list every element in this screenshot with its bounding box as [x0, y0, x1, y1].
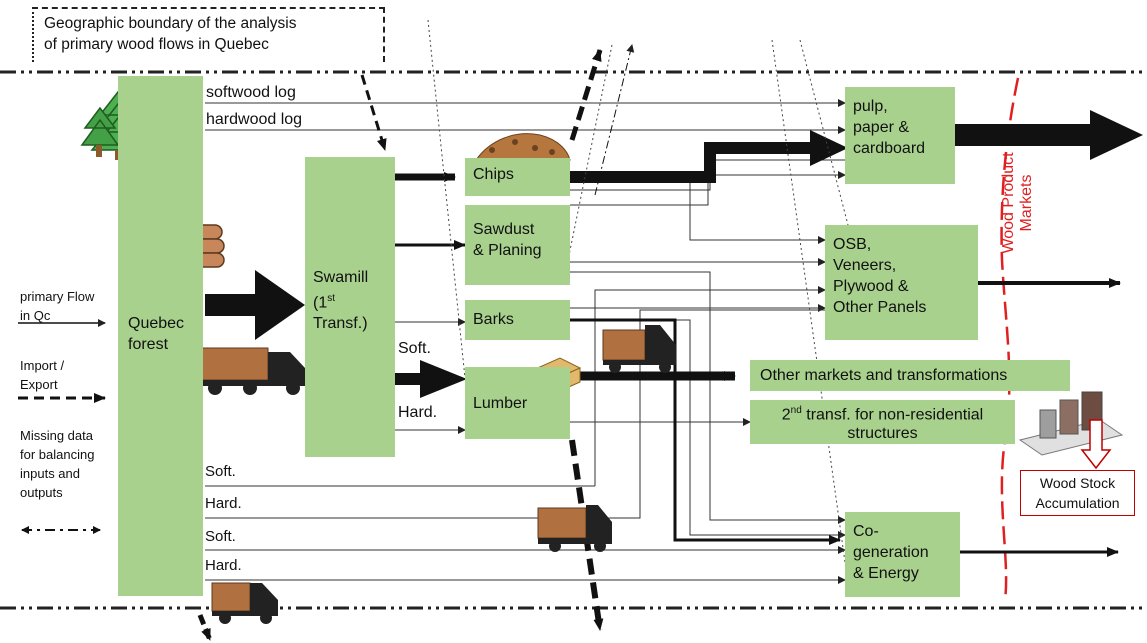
sawdust-to-cogen [570, 271, 846, 524]
sawmill-label-sup: st [327, 293, 336, 304]
legend-import-line-1: Import / [20, 358, 65, 373]
pulp-label-3: cardboard [853, 140, 926, 157]
node-lumber: Lumber [465, 367, 570, 439]
chips-to-pulp [570, 142, 810, 183]
sawmill-label-1: Swamill [313, 269, 369, 286]
other-markets-label: Other markets and transformations [760, 367, 1008, 384]
legend-primary-line-2: in Qc [20, 308, 51, 323]
osb-label-2: Veneers, [833, 257, 897, 274]
log-truck-icon-2 [602, 325, 676, 373]
chips-export [569, 49, 603, 141]
node-other-markets: Other markets and transformations [750, 360, 1070, 391]
node-chips: Chips [465, 158, 570, 196]
boundary-line-2: of primary wood flows in Quebec [44, 36, 269, 53]
sawmill-label-3: Transf.) [313, 315, 368, 333]
geographic-boundary-label: Geographic boundary of the analysis of p… [32, 7, 385, 62]
chips-to-pulp-head [810, 130, 848, 166]
sawdust-label-1: Sawdust [473, 221, 535, 238]
log-truck-icon-4 [211, 582, 278, 624]
node-sawdust: Sawdust & Planing [465, 205, 570, 285]
legend-missing-line-4: outputs [20, 485, 63, 500]
cogen-label-2: generation [853, 544, 929, 561]
hard1-to-osb [205, 309, 825, 519]
second-transf-sup: nd [790, 405, 802, 416]
second-transf-line-2: structures [847, 425, 918, 443]
pulp-label-1: pulp, [853, 98, 888, 115]
cogen-label-1: Co- [853, 523, 879, 540]
dotted-to-pulp [799, 39, 849, 226]
cogen-label-3: & Energy [853, 565, 919, 582]
stock-label-1: Wood Stock [1039, 475, 1116, 491]
log-truck-icon-1 [197, 347, 305, 395]
forest-export [197, 614, 213, 641]
label-sawmill-hard: Hard. [398, 404, 438, 421]
soft-to-osb-route [594, 286, 826, 486]
dotted-to-osb [771, 39, 851, 599]
node-quebec-forest: Quebec forest [118, 76, 203, 596]
pulp-output-head [1090, 110, 1143, 160]
stock-arrow [1080, 419, 1112, 470]
wood-product-markets-label: Wood Product Markets [1000, 152, 1035, 254]
second-transf-line-1: 2nd transf. for non-residential [750, 401, 1015, 424]
import-to-sawmill [360, 74, 387, 151]
barks-label: Barks [473, 311, 514, 328]
label-soft-2: Soft. [205, 528, 236, 545]
node-barks: Barks [465, 300, 570, 340]
dotted-to-sawdust [565, 44, 613, 271]
forest-label-2: forest [128, 336, 169, 353]
node-second-transformation: 2nd transf. for non-residential structur… [750, 400, 1015, 444]
legend-import-export: Import / Export [20, 356, 64, 394]
node-pulp-paper: pulp, paper & cardboard [845, 87, 955, 184]
sawmill-label-2a: (1 [313, 294, 328, 312]
missing-data-line [594, 44, 635, 196]
forest-to-sawmill-head [255, 270, 305, 340]
osb-label-4: Other Panels [833, 299, 927, 316]
osb-label-3: Plywood & [833, 278, 909, 295]
legend-primary-line-1: primary Flow [20, 289, 95, 304]
label-soft-1: Soft. [205, 463, 236, 480]
sawdust-label-2: & Planing [473, 242, 542, 259]
stock-label-2: Accumulation [1035, 495, 1120, 511]
soft-to-lumber-head [420, 360, 467, 398]
legend-primary-flow: primary Flow in Qc [20, 287, 94, 325]
chips-to-osb [570, 174, 826, 244]
osb-label-1: OSB, [833, 236, 872, 253]
legend-missing-line-1: Missing data [20, 428, 93, 443]
legend-missing-data: Missing data for balancing inputs and ou… [20, 426, 94, 502]
chips-label: Chips [473, 166, 514, 183]
label-hardwood-log: hardwood log [206, 111, 303, 128]
wood-stock-accumulation: Wood Stock Accumulation [1020, 470, 1135, 516]
boundary-line-1: Geographic boundary of the analysis [44, 15, 297, 32]
node-sawmill: Swamill (1st Transf.) [305, 157, 395, 457]
buildings-icon [1018, 391, 1124, 456]
second-transf-text: transf. for non-residential [801, 406, 984, 424]
log-truck-icon-3 [537, 505, 612, 552]
legend-import-line-2: Export [20, 377, 58, 392]
market-boundary-line [1000, 77, 1020, 601]
label-hard-2: Hard. [205, 557, 242, 574]
legend-missing-line-2: for balancing [20, 447, 95, 462]
node-cogeneration: Co- generation & Energy [845, 512, 960, 597]
second-transf-pre: 2 [781, 406, 791, 424]
node-osb-panels: OSB, Veneers, Plywood & Other Panels [825, 225, 978, 340]
chips-pile-icon [475, 133, 571, 161]
pulp-label-2: paper & [853, 119, 910, 136]
label-hard-1: Hard. [205, 495, 242, 512]
lumber-label: Lumber [473, 395, 528, 412]
label-sawmill-soft: Soft. [398, 340, 431, 357]
label-softwood-log: softwood log [206, 84, 296, 101]
sawmill-label-2: (1st [313, 288, 368, 313]
forest-label-1: Quebec [128, 315, 185, 332]
barks-to-cogen-thick [570, 318, 841, 545]
dotted-to-lumber [427, 19, 466, 379]
legend-missing-line-3: inputs and [20, 466, 80, 481]
